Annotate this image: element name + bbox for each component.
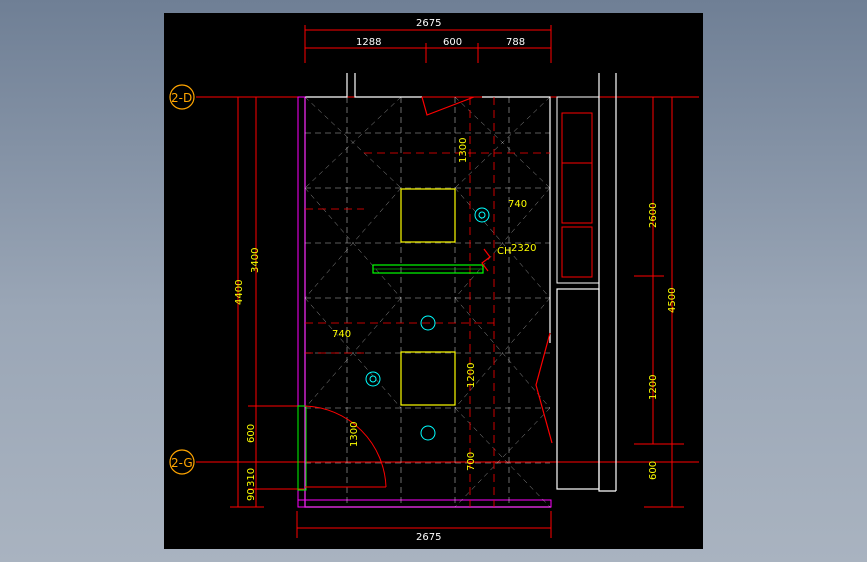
dim-right-600: 600 <box>648 461 659 480</box>
dim-left-4400: 4400 <box>234 280 245 305</box>
dim-left-90: 90 <box>246 488 257 501</box>
annotation-740-left: 740 <box>332 329 351 340</box>
fixture-boxes <box>400 188 456 406</box>
bottom-dimension <box>296 511 552 538</box>
right-door-leaf <box>535 332 553 444</box>
door-swing <box>297 405 387 491</box>
green-handrail <box>372 264 484 274</box>
dim-left-3400: 3400 <box>250 248 261 273</box>
dim-right-4500: 4500 <box>667 288 678 313</box>
dim-top-seg-1: 1288 <box>356 37 381 48</box>
annotation-1300-left: 1300 <box>349 422 360 447</box>
annotation-1300-top: 1300 <box>458 138 469 163</box>
axis-lines <box>196 96 699 463</box>
annotation-740-right: 740 <box>508 199 527 210</box>
tile-grid <box>305 97 550 507</box>
dim-bottom-overall: 2675 <box>416 532 441 543</box>
axis-bubble-2-g <box>169 449 195 475</box>
dim-left-310: 310 <box>246 468 257 487</box>
dim-left-600: 600 <box>246 424 257 443</box>
ch-marker <box>481 248 491 272</box>
annotation-1200: 1200 <box>466 363 477 388</box>
top-dimension-chain <box>304 25 552 63</box>
axis-label-2-g: 2-G <box>171 456 193 470</box>
dim-right-2600: 2600 <box>648 203 659 228</box>
cabinet-frame <box>556 96 600 284</box>
annotation-2320: 2320 <box>511 243 536 254</box>
red-dashed-lines <box>305 97 550 507</box>
dim-top-seg-2: 600 <box>443 37 462 48</box>
cabinet-units <box>561 112 593 278</box>
dim-top-overall: 2675 <box>416 18 441 29</box>
left-dimension-chains <box>230 96 304 508</box>
top-opening <box>421 96 475 116</box>
floor-plan-svg: 2675 1288 600 788 2675 2-D 2-G 4400 3400… <box>169 18 699 543</box>
right-dimension-chains <box>634 96 684 508</box>
annotation-700: 700 <box>466 452 477 471</box>
tile-diagonals <box>304 96 551 508</box>
axis-label-2-d: 2-D <box>171 91 192 105</box>
annotation-ch-label: CH <box>497 246 512 257</box>
dim-right-1200: 1200 <box>648 375 659 400</box>
hatched-walls <box>297 96 552 508</box>
dim-top-seg-3: 788 <box>506 37 525 48</box>
cad-drawing-canvas[interactable]: 2675 1288 600 788 2675 2-D 2-G 4400 3400… <box>164 13 703 549</box>
cyan-symbols <box>365 207 490 441</box>
axis-bubble-2-d <box>169 84 195 110</box>
